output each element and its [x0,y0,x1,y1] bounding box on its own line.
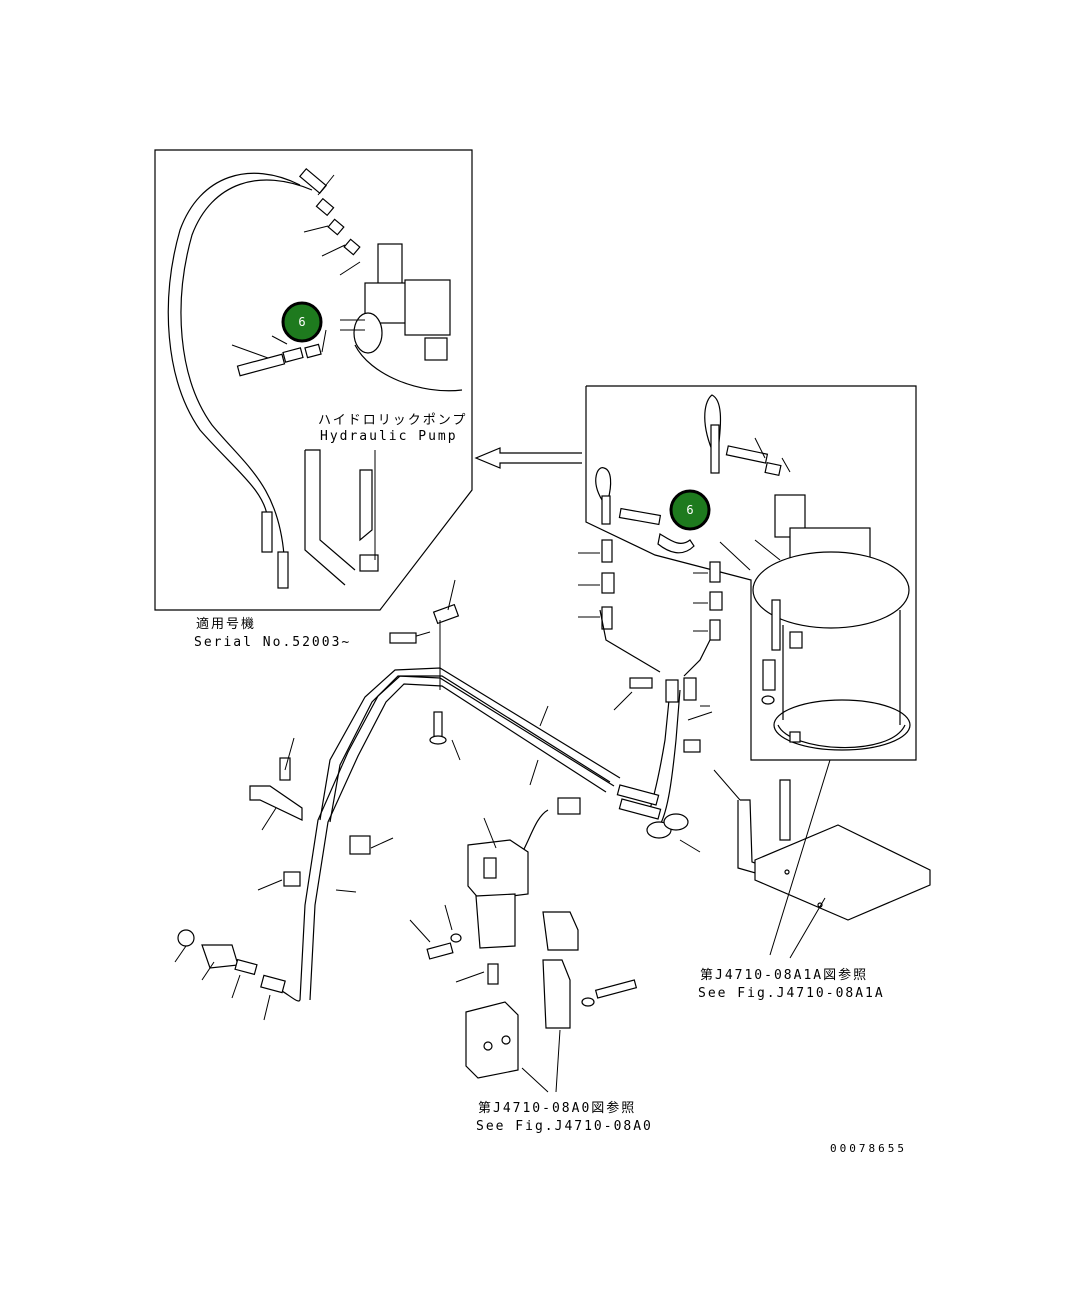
label-jp-ref-2: 第J4710-08A0図参照 [478,1100,636,1116]
label-jp-hydraulic-pump: ハイドロリックポンプ [318,413,467,428]
label-see-fig-2: See Fig.J4710-08A0 [476,1119,653,1134]
callout-badge: 6 [669,489,711,531]
label-serial-no: Serial No.52003~ [194,635,351,650]
label-jp-ref-1: 第J4710-08A1A図参照 [700,967,868,983]
tank-assembly-inset [578,385,917,761]
label-jp-serial: 適用号機 [196,616,256,632]
callout-badge: 6 [281,301,323,343]
drawing-code: 00078655 [830,1142,907,1155]
arrow-to-inset-icon [474,447,582,469]
detail-inset-hydraulic-pump [154,149,473,611]
main-piping-assembly [174,579,931,1093]
label-see-fig-1: See Fig.J4710-08A1A [698,986,885,1001]
callout-number: 6 [686,503,693,517]
callout-number: 6 [298,315,305,329]
label-hydraulic-pump: Hydraulic Pump [320,429,458,444]
